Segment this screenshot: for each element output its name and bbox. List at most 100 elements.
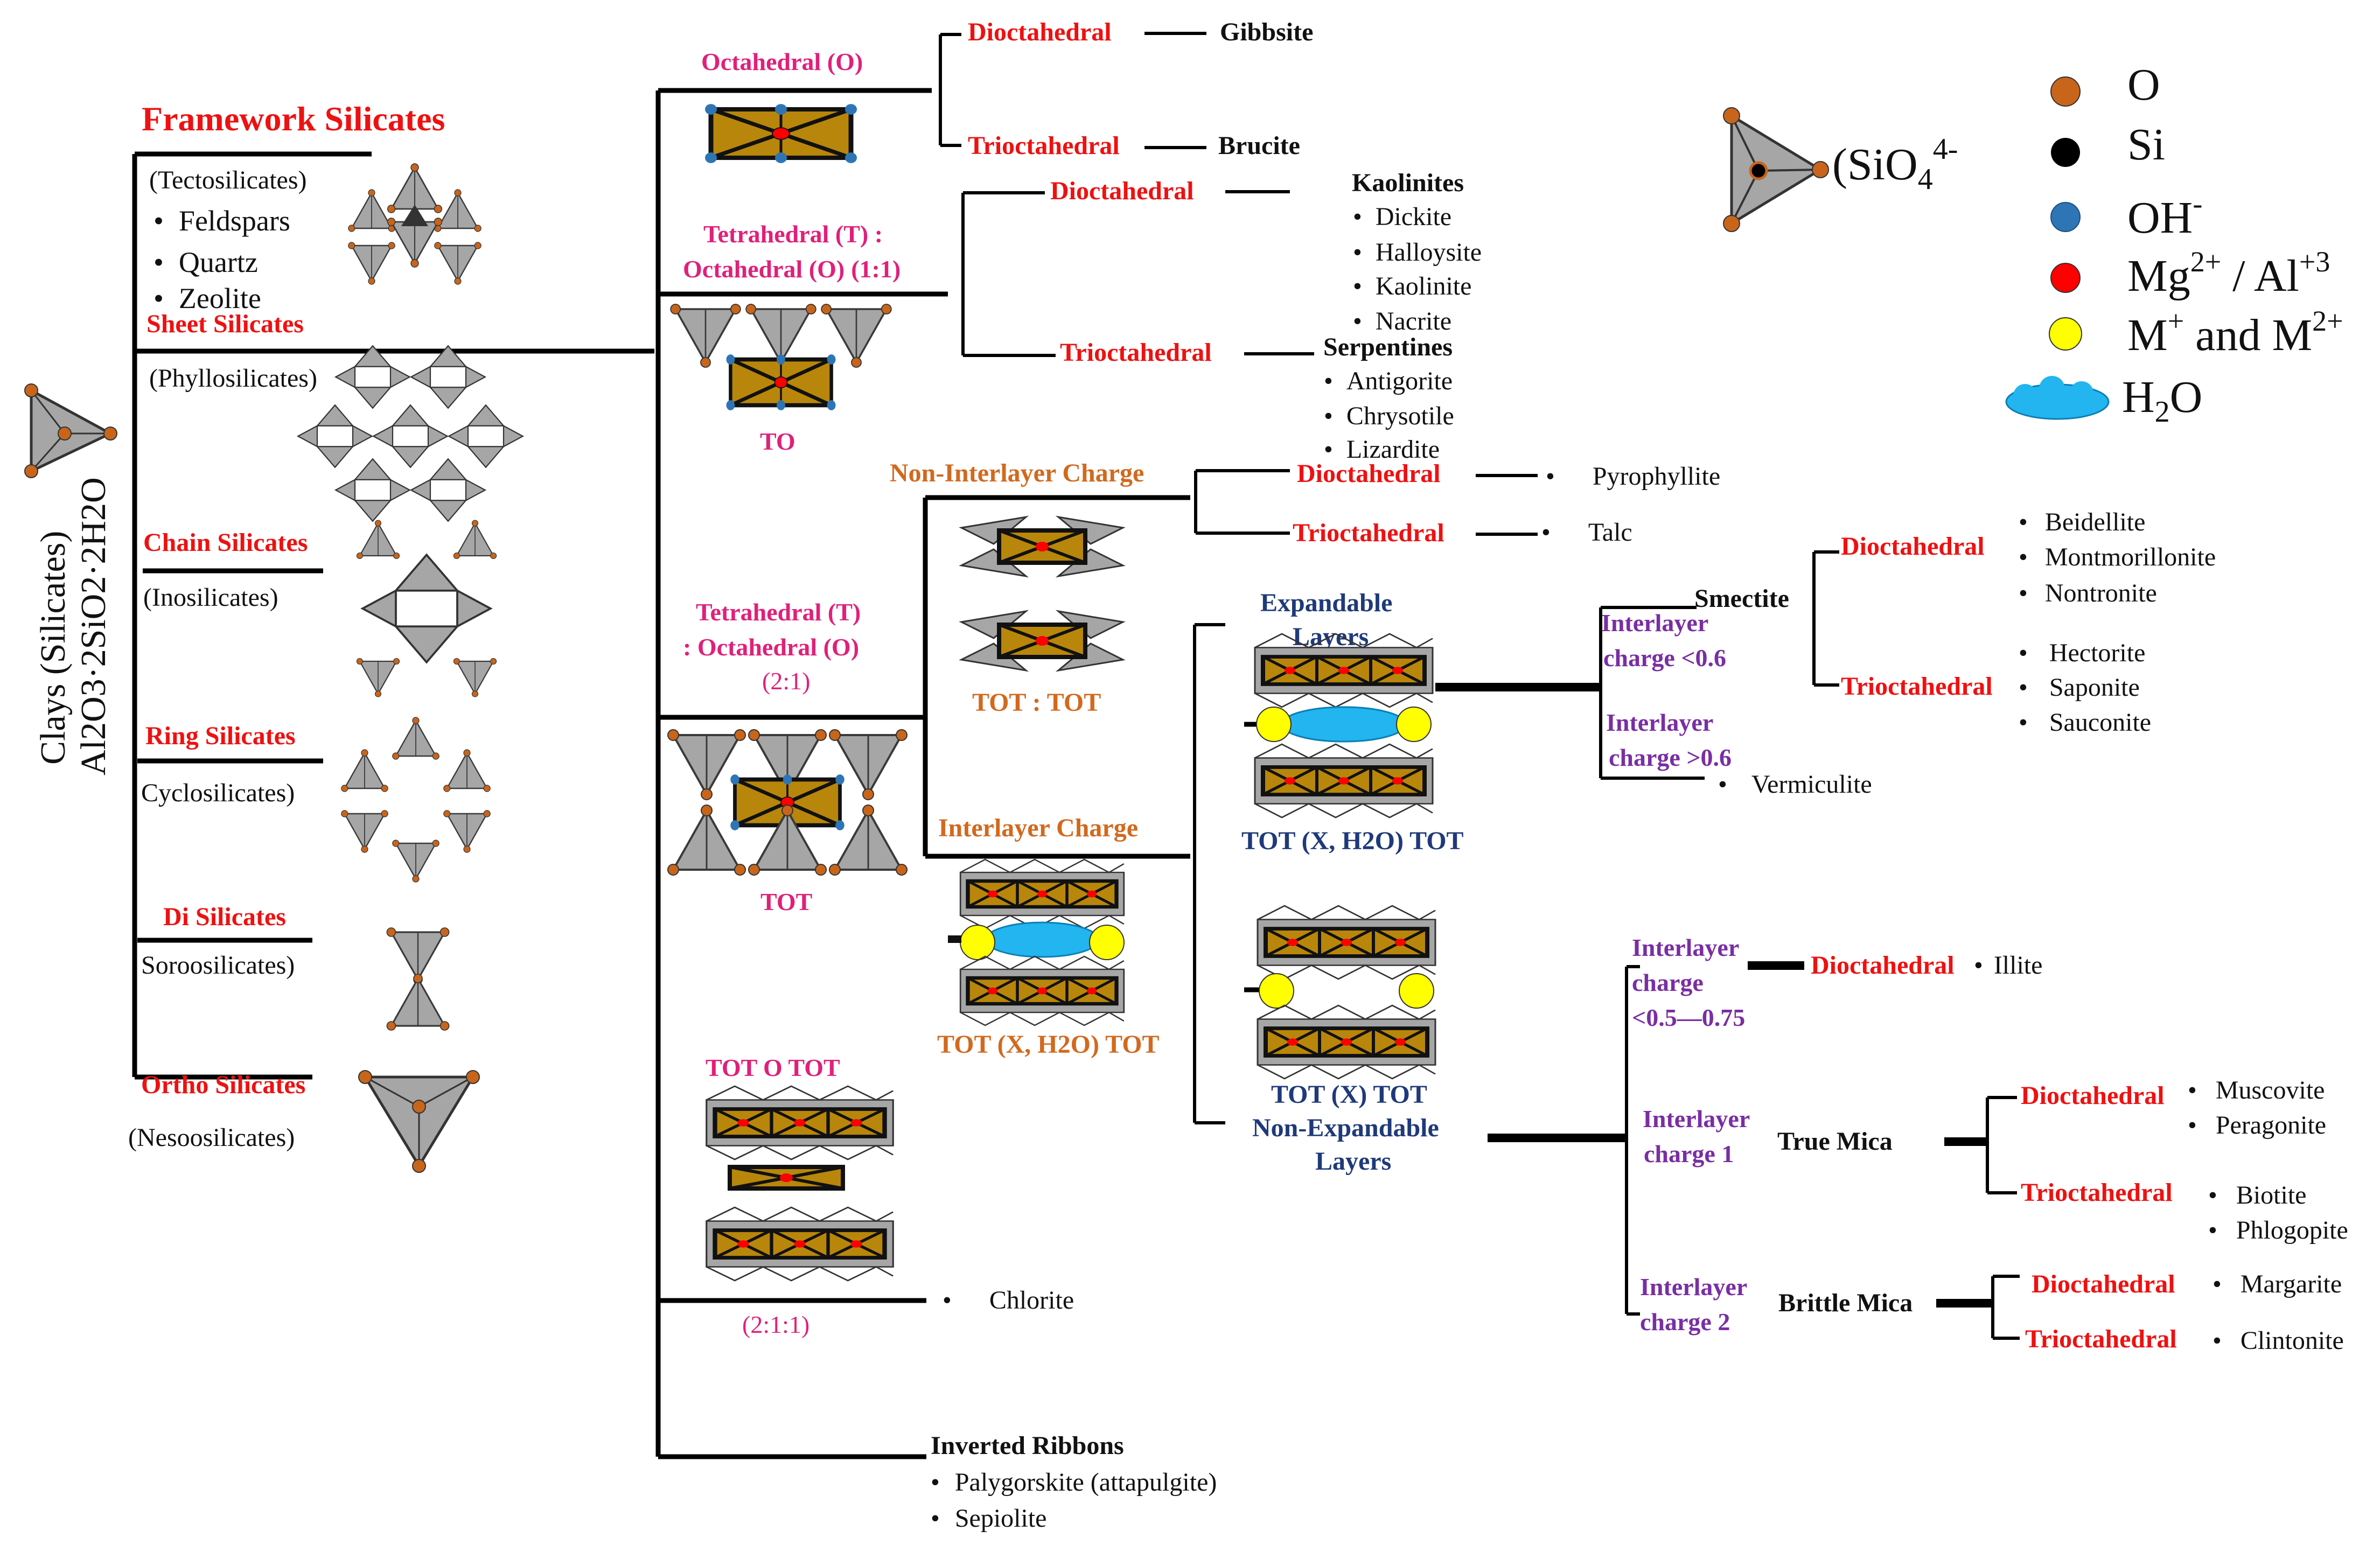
non-expandable-title-line2: Layers [1315,1147,1391,1176]
tree-lines [132,32,2020,1459]
kaolinites-label: Kaolinites [1352,169,1464,197]
silicon-icon [2051,138,2080,167]
tot-code: TOT [760,888,812,915]
antigorite-item: •Antigorite [1324,367,1453,395]
non-expandable-title-line1: Non-Expandable [1252,1114,1439,1142]
expandable-structure-icon [1255,634,1433,817]
chain-sub: (Inosilicates) [143,583,278,612]
non-interlayer-branch: Non-Interlayer Charge TOT : TOT Dioctahe… [890,459,1720,717]
margarite-item: •Margarite [2213,1270,2342,1298]
expandable-title-line1: Expandable [1260,589,1392,617]
oxygen-icon [2050,76,2081,107]
to11-title-line2: Octahedral (O)(1:1) [683,255,901,283]
hydroxyl-icon [2050,202,2081,232]
legend: (SiO44- O Si OH- Mg2+ / Al+3 M+ and M2+ … [1723,60,2343,429]
octa-diocta-label: Dioctahedral [968,18,1112,46]
legend-oxygen: O [2127,60,2160,110]
palygorskite-item: •Palygorskite (attapulgite) [931,1468,1217,1497]
true-mica-charge-line2: charge 1 [1644,1140,1734,1168]
illite-diocta-label: Dioctahedral [1811,951,1955,980]
vermiculite-item: •Vermiculite [1718,770,1872,799]
ring-structure-icon [340,716,491,883]
hectorite-item: •Hectorite [2019,639,2145,667]
interlayer-title: Interlayer Charge [938,814,1138,842]
chlorite-tot-icon-2 [707,1207,894,1281]
chrysotile-item: •Chrysotile [1324,402,1454,430]
sio4-label: (SiO44- [1832,132,1958,196]
legend-silicon: Si [2127,120,2165,170]
to11-triocta-label: Trioctahedral [1060,338,1212,367]
to-code: TO [760,428,795,455]
brittle-mica-label: Brittle Mica [1778,1289,1913,1317]
ribbons-title: Inverted Ribbons [931,1431,1124,1460]
clintonite-item: •Clintonite [2213,1326,2344,1355]
sio4-tetrahedron-icon [1723,107,1829,232]
nontronite-item: •Nontronite [2019,579,2157,607]
nacrite-item: •Nacrite [1353,307,1451,335]
chlorite-branch: TOT O TOT (2:1:1) •Chlorite [706,1054,1074,1338]
vermiculite-charge-line1: Interlayer [1606,709,1713,736]
chlorite-brucite-icon [728,1165,845,1191]
serpentines-label: Serpentines [1323,333,1453,361]
framework-silicates: Framework Silicates (Tectosilicates) •Fe… [142,100,482,314]
non-expandable-structure-icon [1258,906,1435,1079]
pyrophyllite-item: •Pyrophyllite [1546,462,1720,491]
framework-title: Framework Silicates [142,100,445,138]
true-mica-label: True Mica [1777,1127,1893,1156]
di-title: Di Silicates [163,903,286,931]
brittle-mica-triocta-label: Trioctahedral [2025,1325,2177,1353]
legend-mg-al: Mg2+ / Al+3 [2127,246,2330,301]
illite-charge-line3: <0.5—0.75 [1632,1004,1745,1031]
non-expandable-code: TOT (X) TOT [1271,1080,1427,1109]
ring-sub: Cyclosilicates) [141,779,295,807]
talc-item: •Talc [1541,518,1632,547]
di-structure-icon [386,927,450,1031]
chain-silicates: Chain Silicates (Inosilicates) [143,519,497,698]
m-ions-icon [2049,317,2082,351]
feldspars-item: •Feldspars [153,205,290,237]
smectite-triocta-label: Trioctahedral [1841,672,1993,701]
to-11-branch: Tetrahedral (T) : Octahedral (O)(1:1) TO… [669,169,1482,464]
sheet-sub: (Phyllosilicates) [149,364,317,393]
root-line1: Clays (Silicates) [33,531,73,765]
legend-m-ions: M+ and M2+ [2127,305,2343,360]
octahedral-sheet-icon [705,104,857,163]
root-line2: Al2O3·2SiO2·2H2O [74,477,113,775]
talc-triocta-label: Trioctahedral [1293,519,1444,547]
muscovite-item: •Muscovite [2188,1076,2325,1104]
smectite-label: Smectite [1694,584,1789,613]
dickite-item: •Dickite [1353,202,1451,231]
tot21-title-line1: Tetrahedral (T) [696,598,861,626]
framework-sub: (Tectosilicates) [149,166,307,194]
tot-layer-icon-2 [961,611,1123,670]
to11-title-line1: Tetrahedral (T) : [703,220,883,248]
to11-diocta-label: Dioctahedral [1050,177,1194,205]
chlorite-code: TOT O TOT [706,1054,840,1081]
biotite-item: •Biotite [2208,1181,2306,1210]
to-structure-icon [669,303,892,410]
di-silicates: Di Silicates Soroosilicates) [141,903,450,1031]
framework-structure-icon [347,163,482,285]
chlorite-item: •Chlorite [943,1286,1074,1315]
tot-structure-icon [667,729,908,876]
brucite-label: Brucite [1218,131,1300,160]
tot21-title-line2: : Octahedral (O) [683,633,859,661]
pyrophyllite-diocta-label: Dioctahedral [1297,459,1441,488]
illite-charge-line2: charge [1632,969,1704,996]
root-tetrahedron-icon [24,383,117,478]
beidellite-item: •Beidellite [2019,508,2145,536]
smectite-charge-line2: charge <0.6 [1603,644,1726,672]
tot-21-branch: Tetrahedral (T) : Octahedral (O) (2:1) T… [667,598,908,915]
interlayer-code: TOT (X, H2O) TOT [937,1030,1160,1059]
vermiculite-charge-line2: charge >0.6 [1609,744,1732,771]
chain-structure-icon [356,519,497,698]
brittle-mica-diocta-label: Dioctahedral [2032,1270,2175,1298]
sepiolite-item: •Sepiolite [931,1504,1046,1533]
ortho-title: Ortho Silicates [141,1071,305,1099]
ring-title: Ring Silicates [145,722,296,750]
smectite-diocta-label: Dioctahedral [1841,532,1985,561]
tot-x-h2o-tot-icon [948,859,1124,1025]
sheet-title: Sheet Silicates [146,310,304,338]
interlayer-charge-branch: Interlayer Charge TOT (X, H2O) TOT [937,814,1160,1059]
smectite-charge-line1: Interlayer [1601,609,1708,637]
